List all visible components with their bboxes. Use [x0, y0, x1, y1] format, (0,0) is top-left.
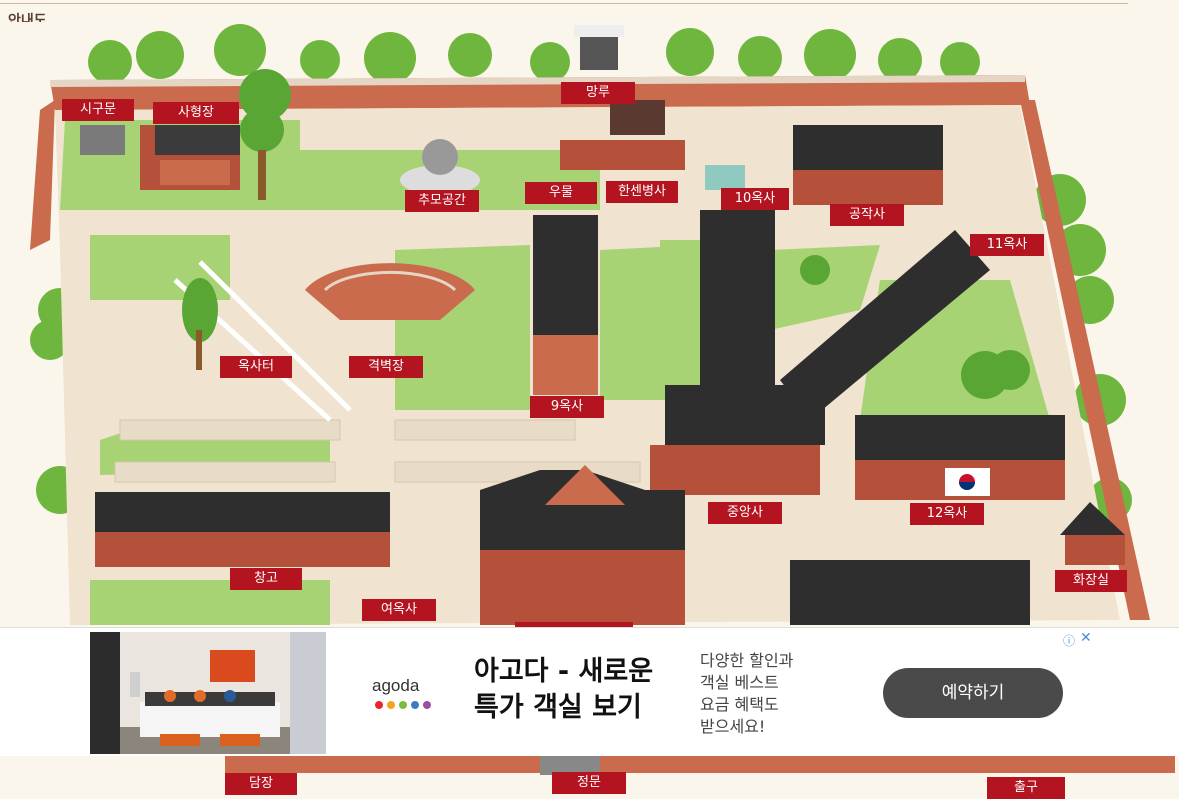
ad-body-line2: 객실 베스트 [700, 673, 779, 692]
agoda-logo-dots [375, 701, 431, 709]
gyeokbyeokjang-building [305, 263, 475, 320]
label-jeongmun[interactable]: 정문 [552, 772, 626, 794]
ok11-building [780, 230, 990, 420]
agoda-logo[interactable]: agoda [372, 676, 420, 695]
sahyeongjang-building [140, 125, 240, 190]
label-jungang[interactable]: 중앙사 [708, 502, 782, 524]
ad-headline-line2: 특가 객실 보기 [474, 692, 642, 723]
label-ok10[interactable]: 10옥사 [721, 188, 789, 210]
changgo-building [95, 492, 390, 567]
label-sigumun[interactable]: 시구문 [62, 99, 134, 121]
label-hidden-main [515, 622, 633, 627]
south-building [790, 560, 1030, 625]
sigumun-gate [80, 125, 125, 155]
ad-headline[interactable]: 아고다 - 새로운 특가 객실 보기 [474, 654, 694, 726]
label-changgo[interactable]: 창고 [230, 568, 302, 590]
jungangsa-building [650, 385, 825, 495]
book-now-button[interactable]: 예약하기 [883, 668, 1063, 718]
ok12-building [855, 415, 1065, 500]
gongjaksa-building [793, 125, 943, 205]
label-manglu[interactable]: 망루 [561, 82, 635, 104]
outer-wall [30, 75, 1150, 620]
tree [182, 69, 1030, 399]
label-damjang[interactable]: 담장 [225, 773, 297, 795]
label-ok9[interactable]: 9옥사 [530, 396, 604, 418]
label-sahyeongjang[interactable]: 사형장 [153, 102, 239, 124]
hansen-building [610, 100, 665, 135]
label-gongjak[interactable]: 공작사 [830, 204, 904, 226]
toilet-building [1060, 502, 1125, 565]
hotel-room-photo[interactable] [90, 632, 326, 754]
ad-info-icon[interactable]: ⓘ [1063, 634, 1076, 648]
label-chulgu[interactable]: 출구 [987, 777, 1065, 799]
label-chumo[interactable]: 추모공간 [405, 190, 479, 212]
ad-body-line1: 다양한 할인과 [700, 651, 794, 670]
ok10-building [700, 210, 775, 385]
bottom-wall [225, 755, 1175, 773]
label-oksateo[interactable]: 옥사터 [220, 356, 292, 378]
memorial-structure [400, 139, 480, 195]
ok9-building [533, 215, 598, 395]
ad-headline-line1: 아고다 - 새로운 [474, 656, 654, 687]
ad-body-line3: 요금 혜택도 [700, 695, 779, 714]
label-ok12[interactable]: 12옥사 [910, 503, 984, 525]
label-ok11[interactable]: 11옥사 [970, 234, 1044, 256]
label-hwajangsil[interactable]: 화장실 [1055, 570, 1127, 592]
ad-body: 다양한 할인과 객실 베스트 요금 혜택도 받으세요! [700, 650, 850, 738]
label-umul[interactable]: 우물 [525, 182, 597, 204]
label-yeooksa[interactable]: 여옥사 [362, 599, 436, 621]
watchtower-building [574, 25, 624, 70]
label-hansen[interactable]: 한센병사 [606, 181, 678, 203]
label-gyeokbyeok[interactable]: 격벽장 [349, 356, 423, 378]
ad-body-line4: 받으세요! [700, 717, 766, 736]
advertisement-banner[interactable]: agoda 아고다 - 새로운 특가 객실 보기 다양한 할인과 객실 베스트 … [0, 627, 1179, 756]
top-divider [0, 3, 1128, 4]
ad-close-icon[interactable]: ✕ [1080, 630, 1092, 646]
main-hall-building [480, 465, 685, 625]
